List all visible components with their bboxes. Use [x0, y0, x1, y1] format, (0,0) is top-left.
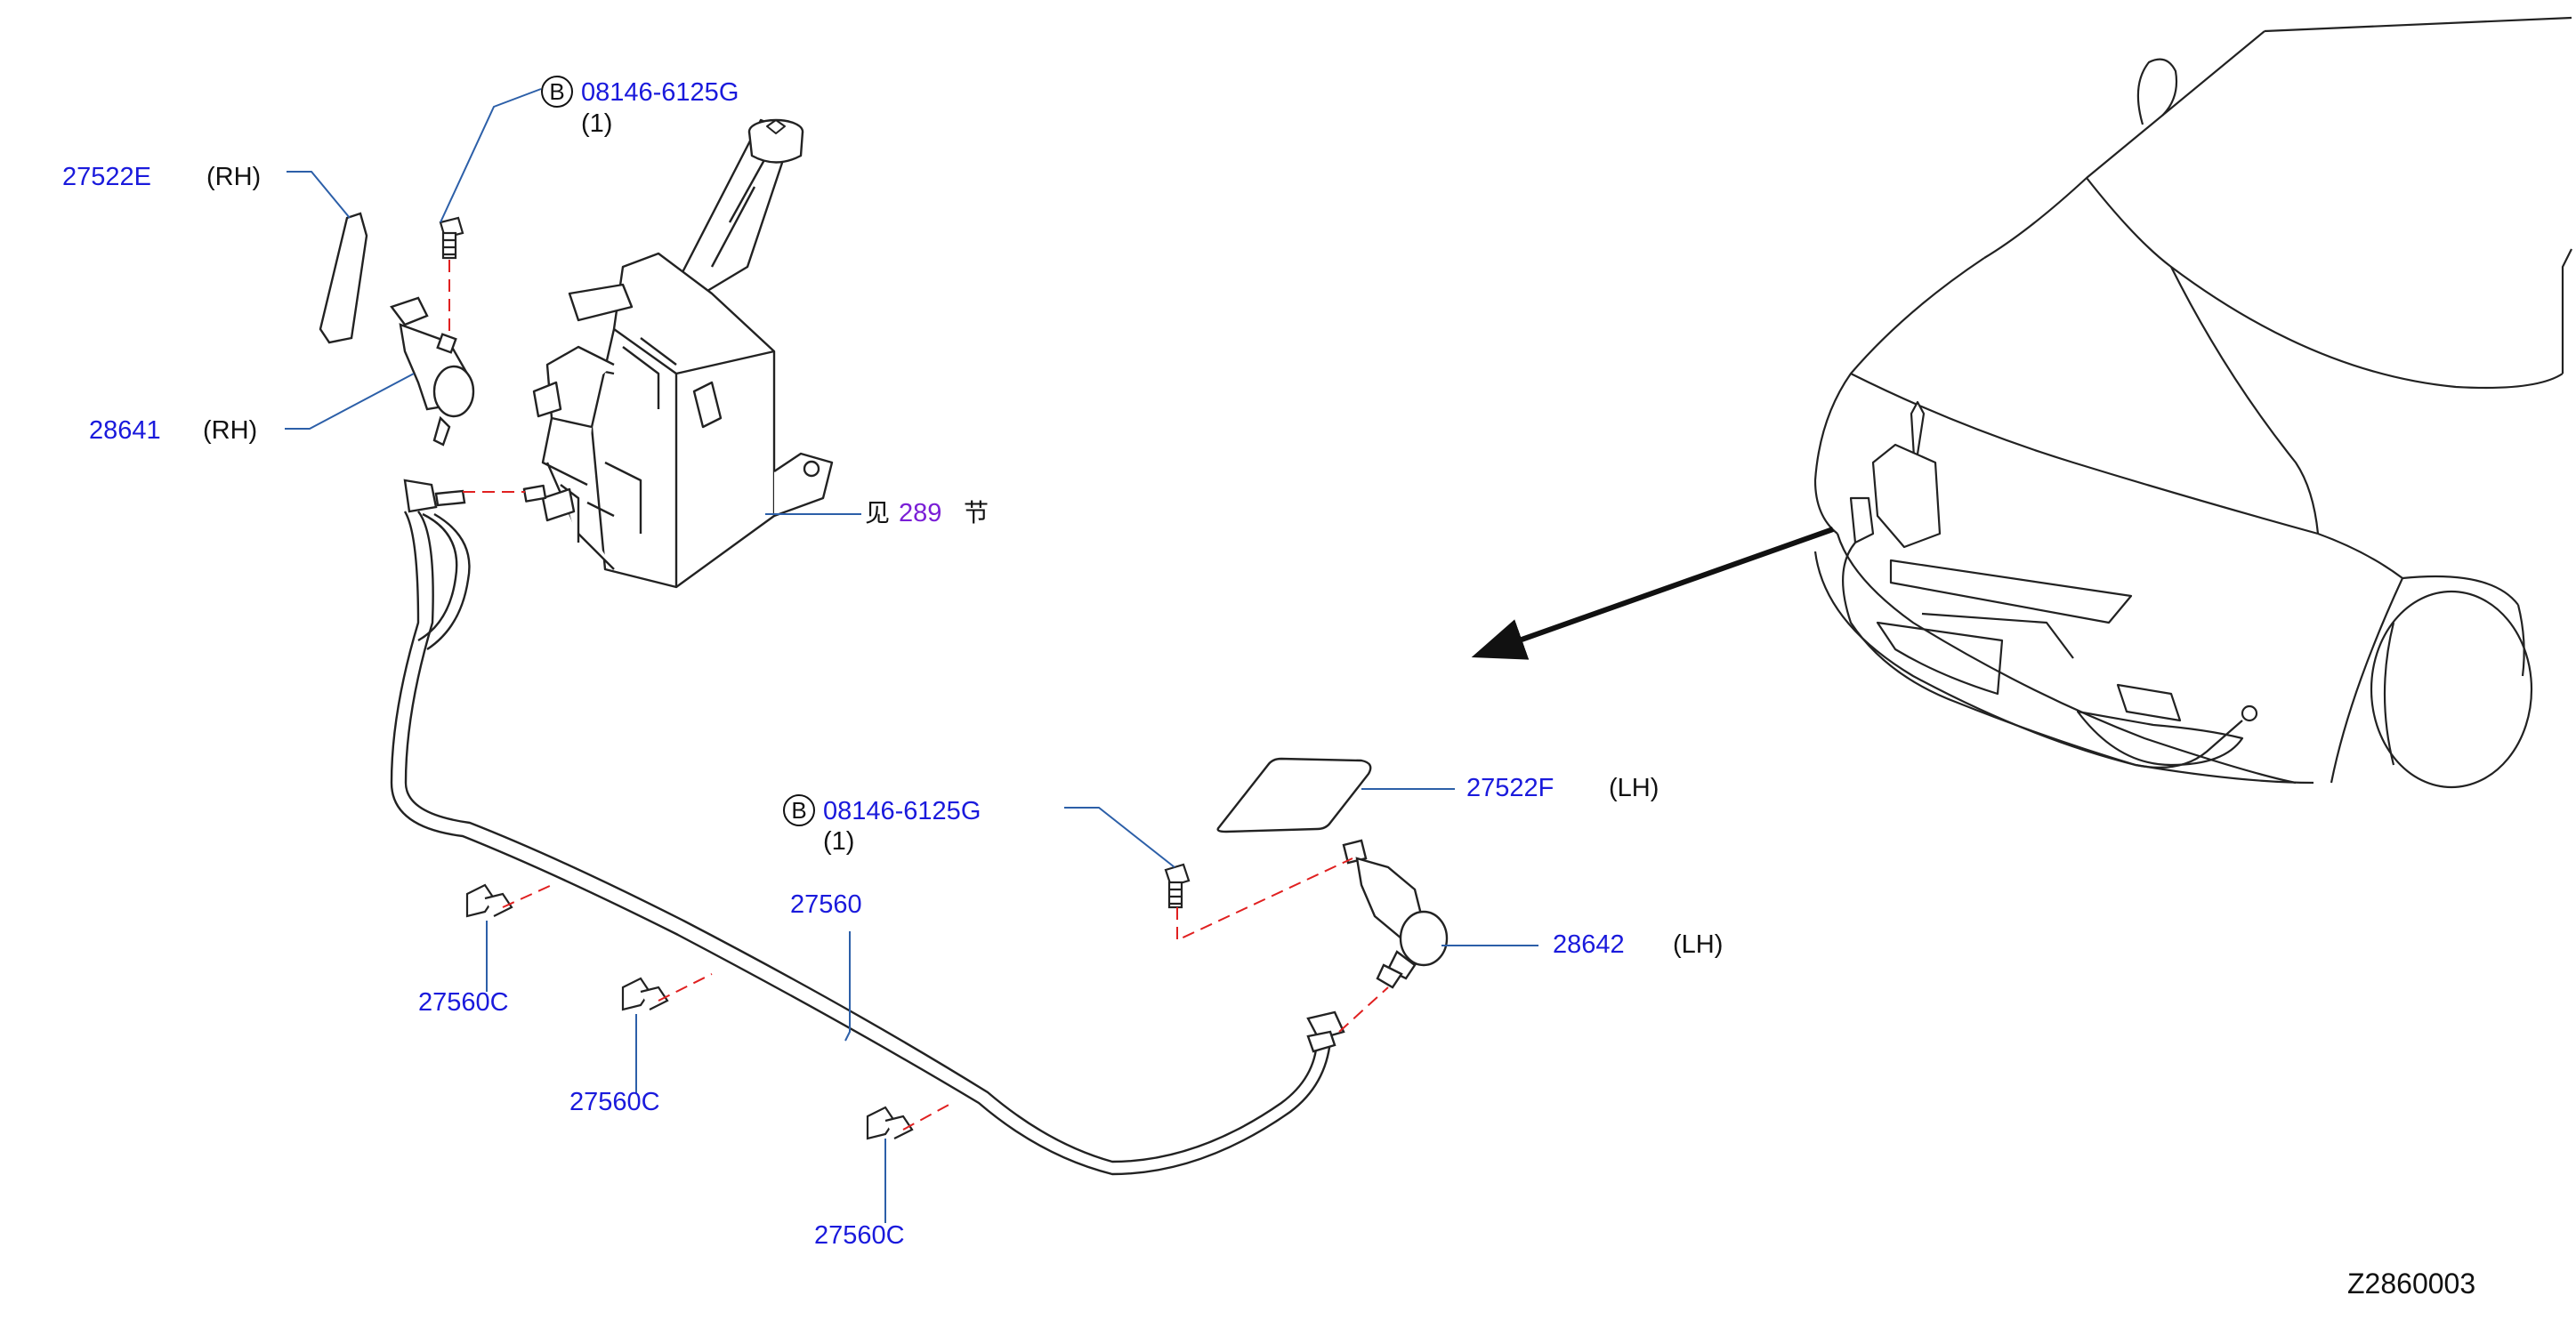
callout-28642-side: (LH) [1673, 930, 1724, 959]
nozzle-cover-lh-drawing [1216, 757, 1372, 833]
callout-27522e-part[interactable]: 27522E [62, 163, 151, 191]
callout-27522f-side: (LH) [1609, 774, 1659, 802]
callout-27560c-clip-3[interactable]: 27560C [814, 1221, 905, 1250]
hose-clip-1-drawing [465, 883, 513, 918]
bolt-b-symbol-top: B [541, 76, 573, 108]
callout-27560c-clip-1[interactable]: 27560C [418, 988, 509, 1017]
bolt-b-symbol-mid: B [783, 794, 815, 826]
callout-08146-6125g-mid[interactable]: 08146-6125G [823, 797, 981, 825]
vehicle-overview-drawing [1471, 16, 2572, 789]
nozzle-rh-drawing [390, 296, 475, 447]
diagram-code: Z2860003 [2347, 1268, 2476, 1300]
bolt-top-drawing [439, 216, 464, 260]
hose-clip-3-drawing [866, 1106, 914, 1140]
callout-28641-part[interactable]: 28641 [89, 416, 161, 445]
hose-clip-2-drawing [621, 977, 669, 1011]
callout-27522f-part[interactable]: 27522F [1466, 774, 1554, 802]
see-section-suffix: 节 [964, 498, 989, 527]
callout-bolt-top-qty: (1) [581, 109, 613, 138]
callout-08146-6125g-top[interactable]: 08146-6125G [581, 78, 739, 107]
bolt-mid-drawing [1164, 863, 1191, 909]
see-section-prefix: 见 [865, 498, 891, 527]
washer-tank-drawing [522, 118, 834, 589]
washer-hose-drawing [390, 479, 1345, 1176]
leader-lines [285, 88, 1538, 1223]
callout-27560-hose[interactable]: 27560 [790, 890, 862, 919]
nozzle-cover-rh-drawing [319, 212, 368, 344]
see-section-link[interactable]: 289 [899, 499, 942, 527]
callout-27522e-side: (RH) [206, 163, 262, 191]
dash-lines [448, 260, 1389, 1131]
callout-28641-side: (RH) [203, 416, 258, 445]
nozzle-lh-drawing [1342, 839, 1449, 989]
callout-28642-part[interactable]: 28642 [1553, 930, 1625, 959]
callout-bolt-mid-qty: (1) [823, 827, 855, 856]
callout-27560c-clip-2[interactable]: 27560C [569, 1088, 660, 1116]
